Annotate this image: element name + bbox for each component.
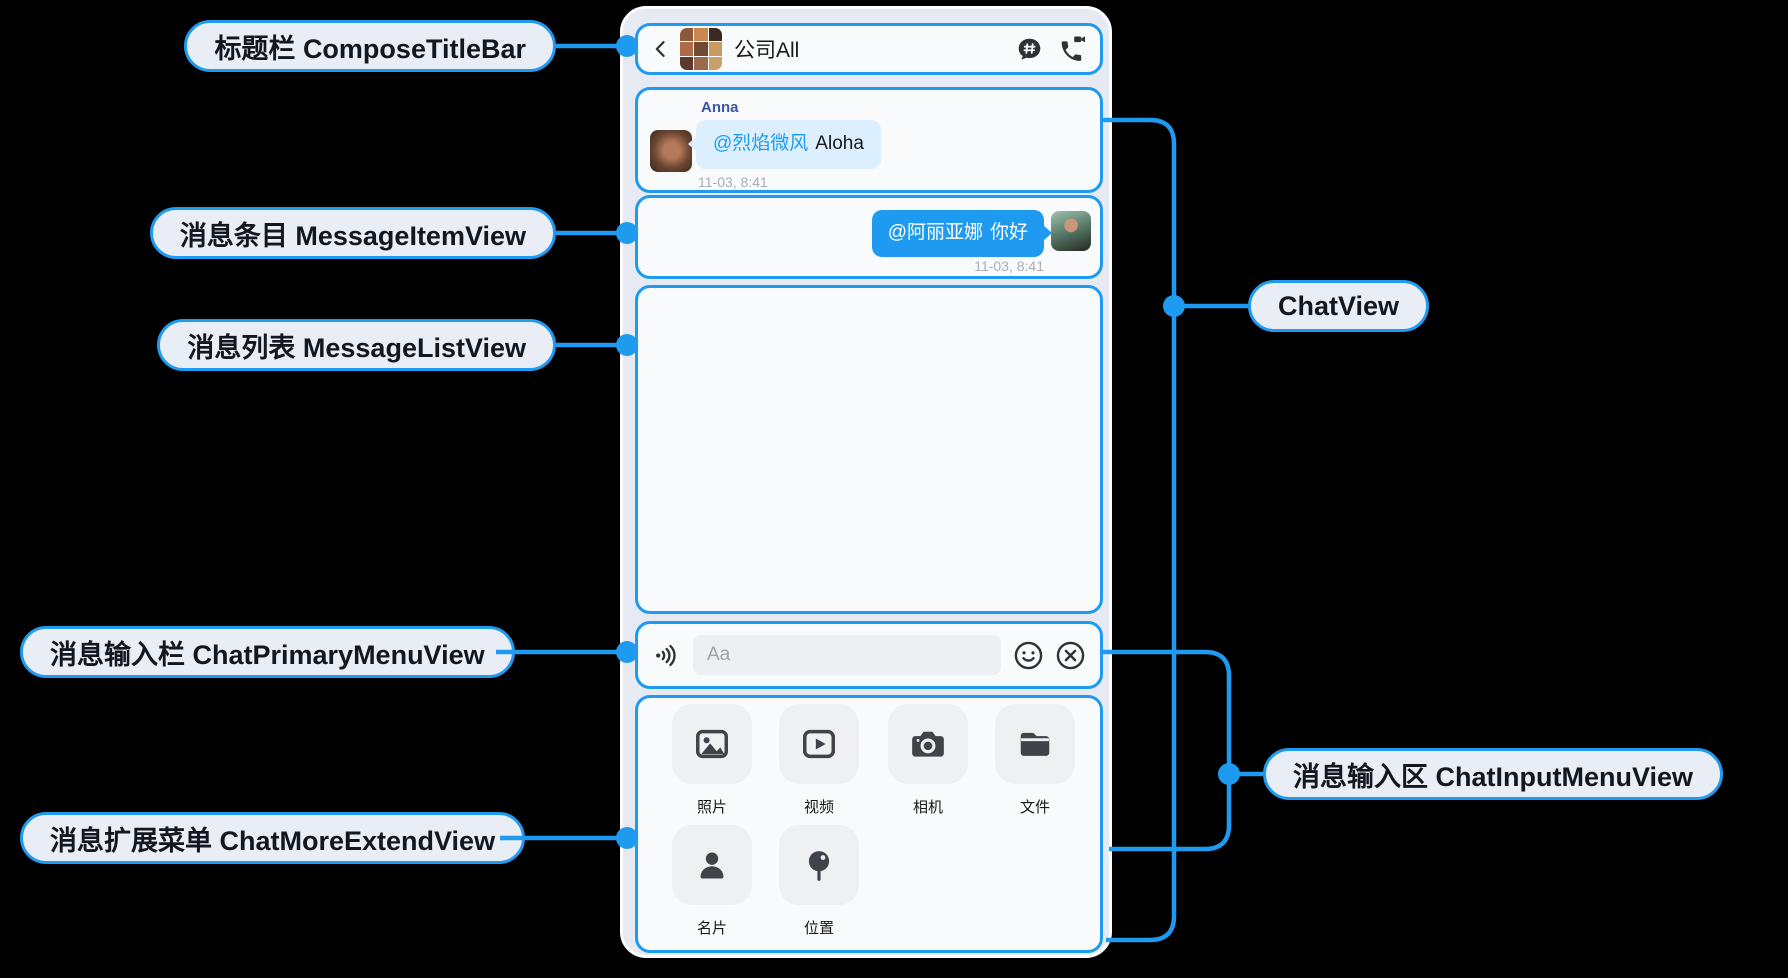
mention-text: @阿丽亚娜 — [887, 222, 983, 243]
location-icon — [779, 825, 859, 905]
extend-item-label: 照片 — [696, 799, 727, 816]
outgoing-message-bubble[interactable]: @阿丽亚娜你好 — [871, 210, 1053, 257]
chat-title: 公司All — [734, 39, 800, 62]
label-chat-input-menu-view: 消息输入区 ChatInputMenuView — [1263, 748, 1724, 800]
message-item-outgoing: @阿丽亚娜你好 11-03, 8:41 — [635, 195, 1103, 279]
message-list-view[interactable] — [635, 285, 1103, 614]
video-call-icon[interactable] — [1058, 36, 1086, 62]
back-icon[interactable] — [650, 38, 672, 60]
chat-primary-menu-view — [635, 621, 1103, 689]
contact-card-icon — [672, 825, 752, 905]
chatinput-bracket — [1100, 649, 1232, 852]
incoming-message-bubble[interactable]: @烈焰微风 Aloha — [688, 120, 881, 169]
extend-item-video[interactable]: 视频 — [779, 704, 859, 817]
photo-icon — [672, 704, 752, 784]
extend-item-label: 相机 — [912, 799, 943, 816]
extend-item-contact-card[interactable]: 名片 — [672, 825, 752, 938]
chat-more-extend-view: 照片 视频 相机 — [635, 695, 1103, 953]
label-message-list-view: 消息列表 MessageListView — [157, 319, 556, 371]
extend-item-photo[interactable]: 照片 — [672, 704, 752, 817]
message-timestamp: 11-03, 8:41 — [698, 174, 768, 190]
title-bar-actions — [1016, 36, 1086, 63]
group-avatar[interactable] — [680, 28, 722, 70]
file-icon — [995, 704, 1075, 784]
avatar-self[interactable] — [1051, 211, 1091, 251]
chat-app-frame: 公司All — [620, 6, 1112, 958]
extend-item-label: 位置 — [803, 920, 834, 937]
message-text: 你好 — [989, 222, 1028, 243]
avatar-anna[interactable] — [650, 130, 692, 172]
label-message-item-view: 消息条目 MessageItemView — [149, 207, 556, 259]
message-input[interactable] — [693, 635, 1001, 675]
label-chat-more-extend: 消息扩展菜单 ChatMoreExtendView — [20, 812, 526, 864]
close-input-icon[interactable] — [1056, 641, 1085, 670]
hash-channel-icon[interactable] — [1016, 36, 1043, 63]
extend-item-label: 文件 — [1019, 799, 1050, 816]
message-text: Aloha — [815, 133, 864, 154]
emoji-icon[interactable] — [1014, 641, 1043, 670]
extend-item-location[interactable]: 位置 — [779, 825, 859, 938]
video-icon — [779, 704, 859, 784]
connector-dot — [1163, 295, 1185, 317]
label-compose-title-bar: 标题栏 ComposeTitleBar — [184, 20, 556, 72]
label-chat-view: ChatView — [1248, 280, 1430, 332]
extend-item-camera[interactable]: 相机 — [888, 704, 968, 817]
voice-input-icon[interactable] — [653, 642, 680, 669]
sender-name: Anna — [701, 99, 739, 116]
extend-item-file[interactable]: 文件 — [995, 704, 1075, 817]
compose-title-bar: 公司All — [635, 23, 1103, 75]
message-timestamp: 11-03, 8:41 — [974, 258, 1044, 274]
extend-item-label: 视频 — [803, 799, 834, 816]
label-chat-primary-menu: 消息输入栏 ChatPrimaryMenuView — [20, 626, 515, 678]
connector-dot — [1218, 763, 1240, 785]
extend-item-label: 名片 — [696, 920, 727, 937]
camera-icon — [888, 704, 968, 784]
mention-text: @烈焰微风 — [713, 133, 809, 154]
message-item-incoming: Anna @烈焰微风 Aloha 11-03, 8:41 — [635, 87, 1103, 193]
